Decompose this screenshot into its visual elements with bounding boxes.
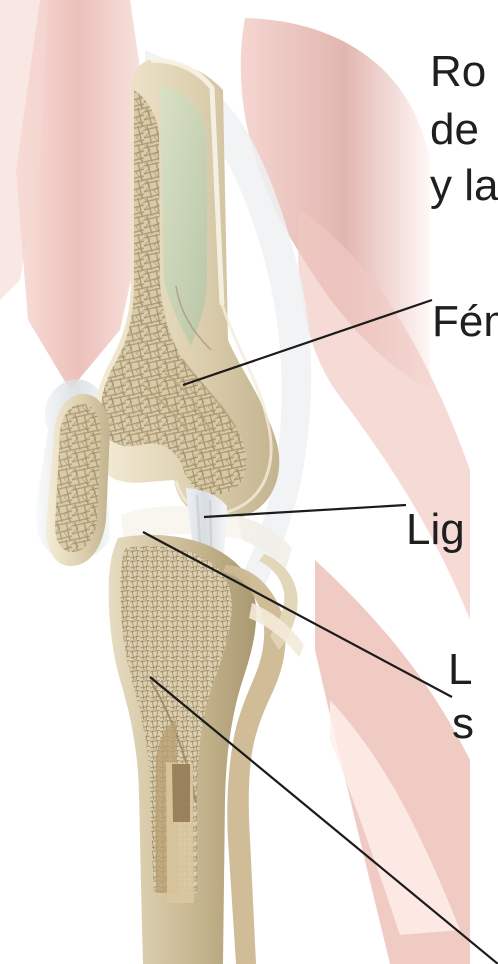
intro-text-line-2: de <box>430 108 479 152</box>
cartilage-label-line-1: L <box>448 648 472 692</box>
intro-text-line-3: y la <box>430 164 498 208</box>
femur-label: Fém <box>432 300 498 344</box>
tibia-and-fibula <box>109 535 304 964</box>
ligament-label: Lig <box>406 508 465 552</box>
intro-text-line-1: Ro <box>430 50 486 94</box>
cartilage-label-line-2: s <box>452 702 474 746</box>
